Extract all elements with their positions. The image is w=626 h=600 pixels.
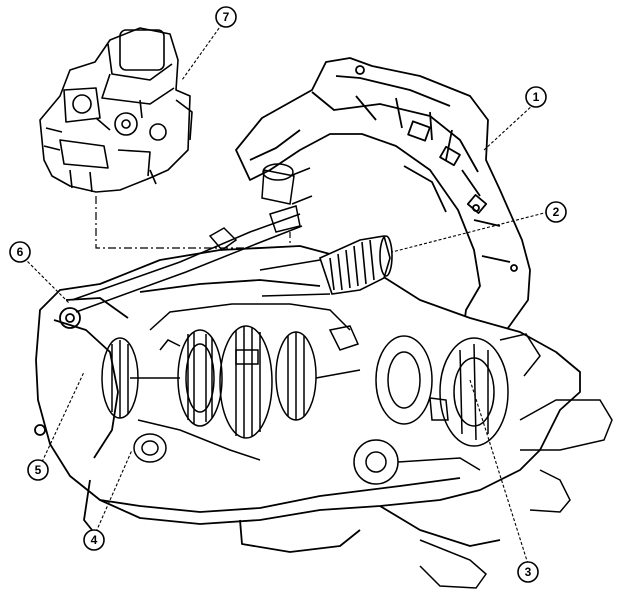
callout-2: 2 bbox=[545, 201, 567, 223]
differential bbox=[353, 333, 613, 589]
valve-body-assembly bbox=[39, 27, 193, 193]
callout-3: 3 bbox=[517, 561, 539, 583]
callout-4: 4 bbox=[83, 529, 105, 551]
callout-2-label: 2 bbox=[553, 205, 560, 219]
callout-6: 6 bbox=[9, 241, 31, 263]
callout-5-label: 5 bbox=[35, 463, 42, 477]
callout-6-label: 6 bbox=[17, 245, 24, 259]
callout-3-label: 3 bbox=[525, 565, 532, 579]
input-shaft bbox=[259, 235, 393, 297]
assembly-leader-line bbox=[95, 196, 291, 249]
callout-1-label: 1 bbox=[533, 90, 540, 104]
gear-train bbox=[101, 303, 361, 463]
callout-7: 7 bbox=[215, 6, 237, 28]
callout-4-label: 4 bbox=[91, 533, 98, 547]
callout-7-label: 7 bbox=[223, 10, 230, 24]
callout-1: 1 bbox=[525, 86, 547, 108]
shift-rail bbox=[71, 163, 313, 313]
bell-housing bbox=[235, 57, 531, 345]
callouts bbox=[23, 23, 549, 565]
callout-5: 5 bbox=[27, 459, 49, 481]
